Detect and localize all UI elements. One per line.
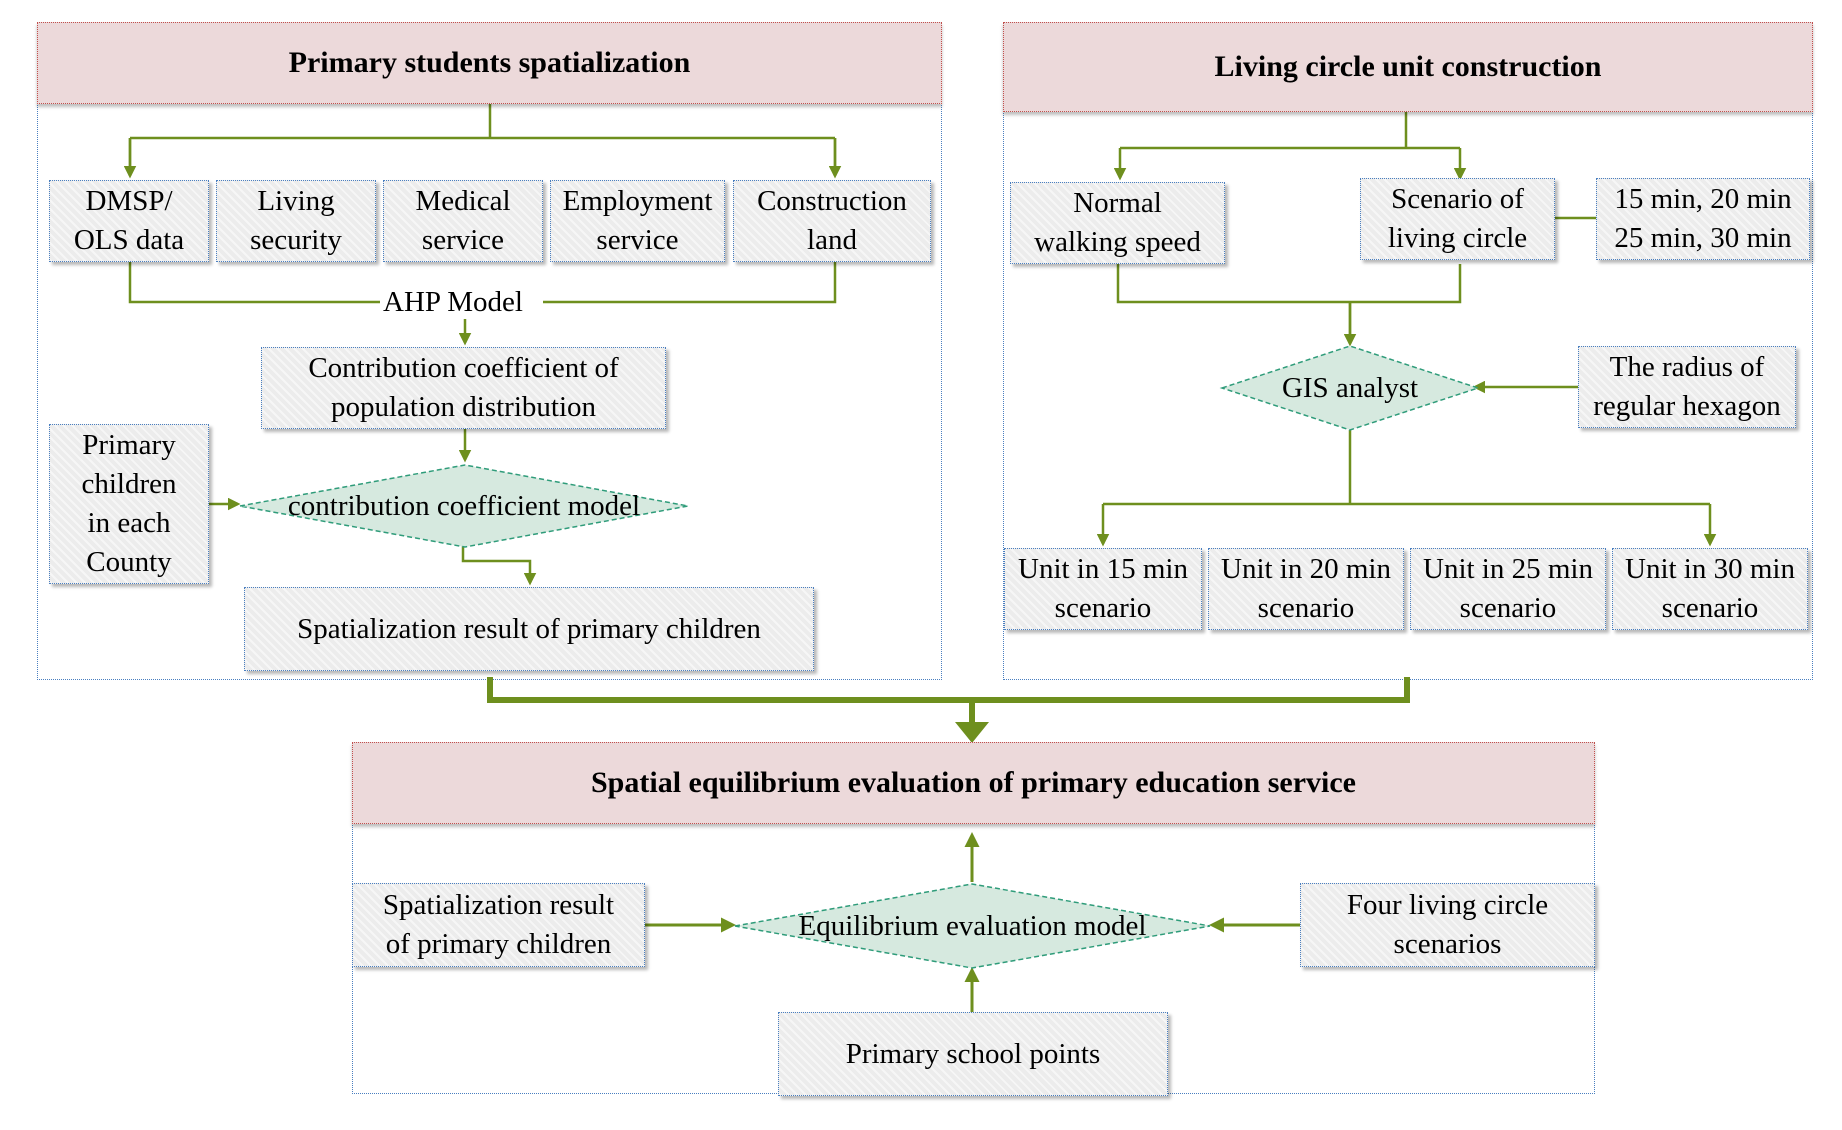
gis-to-units-split (1103, 430, 1710, 506)
model-to-result-arrow (461, 545, 537, 586)
contribution-coefficient-label: Contribution coefficient of population d… (308, 352, 619, 423)
eval-scenarios-box: Four living circle scenarios (1300, 883, 1595, 967)
evaluation-title: Spatial equilibrium evaluation of primar… (591, 766, 1356, 799)
factor-medical-service-label: Medical service (415, 185, 511, 256)
hexagon-radius-box: The radius of regular hexagon (1578, 346, 1796, 428)
living-circle-header: Living circle unit construction (1003, 22, 1813, 112)
walking-speed-box: Normal walking speed (1010, 182, 1225, 264)
unit-25-box: Unit in 25 min scenario (1410, 548, 1606, 630)
scenario-box: Scenario of living circle (1360, 178, 1555, 260)
county-children-label: Primary children in each County (81, 429, 177, 578)
living-circle-title: Living circle unit construction (1214, 50, 1602, 83)
contribution-model-diamond (239, 464, 689, 548)
unit-25-label: Unit in 25 min scenario (1423, 553, 1593, 624)
eval-scenarios-label: Four living circle scenarios (1346, 889, 1549, 960)
unit-30-box: Unit in 30 min scenario (1612, 548, 1808, 630)
school-points-box: Primary school points (778, 1012, 1168, 1096)
factor-dmsp-label: DMSP/ OLS data (73, 185, 185, 256)
gis-analyst-label: GIS analyst (1281, 371, 1419, 404)
contribution-model-label: contribution coefficient model (287, 489, 641, 522)
equilibrium-model-label: Equilibrium evaluation model (798, 909, 1147, 942)
ahp-model-label: AHP Model (380, 285, 526, 319)
factor-living-security-label: Living security (250, 185, 342, 256)
factor-construction-land-box: Construction land (733, 180, 931, 262)
gis-analyst-diamond (1219, 345, 1481, 431)
eval-spatialization-label: Spatialization result of primary childre… (382, 889, 615, 960)
walking-speed-label: Normal walking speed (1034, 187, 1201, 258)
spatialization-title: Primary students spatialization (288, 46, 691, 79)
unit-15-label: Unit in 15 min scenario (1018, 553, 1188, 624)
factor-construction-land-label: Construction land (757, 185, 907, 256)
spatialization-result-label: Spatialization result of primary childre… (297, 612, 761, 645)
evaluation-header: Spatial equilibrium evaluation of primar… (352, 742, 1595, 824)
scenario-times-box: 15 min, 20 min 25 min, 30 min (1596, 178, 1810, 260)
contribution-coefficient-box: Contribution coefficient of population d… (261, 347, 666, 429)
factor-medical-service-box: Medical service (383, 180, 543, 262)
walking-scenario-join (1116, 264, 1462, 342)
sections-merge-connector (487, 677, 1410, 703)
hexagon-radius-label: The radius of regular hexagon (1593, 351, 1781, 422)
header-to-factors-connector (128, 102, 837, 174)
factor-living-security-box: Living security (216, 180, 376, 262)
factor-dmsp-box: DMSP/ OLS data (49, 180, 209, 262)
scenario-times-label: 15 min, 20 min 25 min, 30 min (1614, 183, 1792, 254)
unit-15-box: Unit in 15 min scenario (1004, 548, 1202, 630)
unit-20-label: Unit in 20 min scenario (1221, 553, 1391, 624)
factor-employment-service-box: Employment service (550, 180, 725, 262)
unit-30-label: Unit in 30 min scenario (1625, 553, 1795, 624)
factor-employment-service-label: Employment service (562, 185, 713, 256)
spatialization-result-box: Spatialization result of primary childre… (244, 587, 814, 671)
lc-header-to-split (1120, 112, 1460, 178)
scenario-label: Scenario of living circle (1387, 183, 1528, 254)
merge-arrowhead (955, 722, 989, 743)
unit-20-box: Unit in 20 min scenario (1208, 548, 1404, 630)
spatialization-header: Primary students spatialization (37, 22, 942, 104)
county-children-box: Primary children in each County (49, 424, 209, 584)
ahp-collector-line (128, 262, 837, 304)
eval-spatialization-box: Spatialization result of primary childre… (352, 883, 645, 967)
school-points-label: Primary school points (845, 1037, 1101, 1070)
equilibrium-model-diamond (734, 883, 1211, 969)
